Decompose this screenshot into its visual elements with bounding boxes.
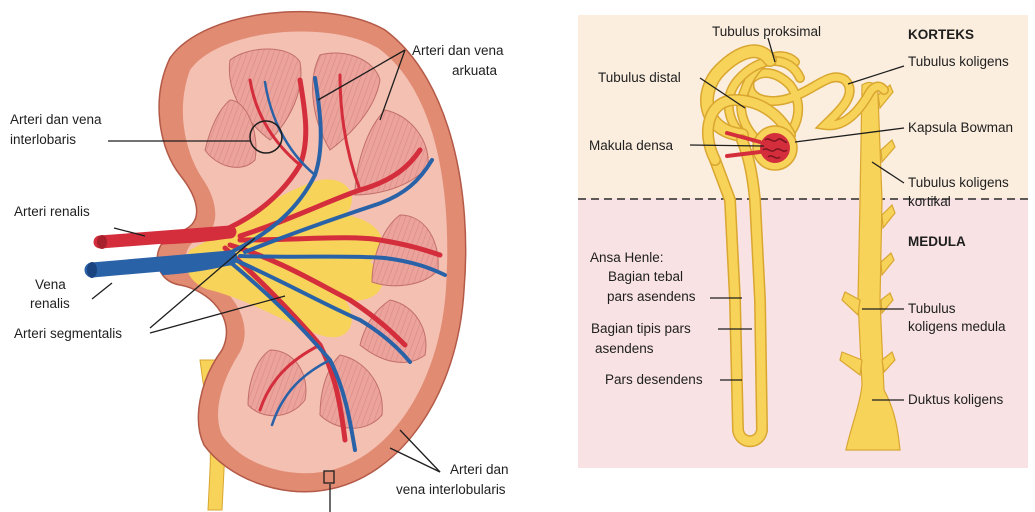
label-arkuata-line2: arkuata xyxy=(452,63,498,78)
label-medula: MEDULA xyxy=(908,234,966,249)
label-tebal-line2: pars asendens xyxy=(607,289,696,304)
label-duktus-koligens: Duktus koligens xyxy=(908,392,1004,407)
nephron-panel: KORTEKS MEDULA Tubulus proksimal Tubulus… xyxy=(578,15,1028,468)
label-tubulus-proksimal: Tubulus proksimal xyxy=(712,24,821,39)
label-korteks: KORTEKS xyxy=(908,27,974,42)
label-ansa-henle: Ansa Henle: xyxy=(590,250,664,265)
label-kapsula-bowman: Kapsula Bowman xyxy=(908,120,1013,135)
label-tubulus-distal: Tubulus distal xyxy=(598,70,681,85)
label-kortikal-line1: Tubulus koligens xyxy=(908,175,1009,190)
label-medula-line2: koligens medula xyxy=(908,319,1006,334)
label-interlobularis-line1: Arteri dan xyxy=(450,462,509,477)
kidney-illustration xyxy=(87,12,466,510)
label-tipis-line1: Bagian tipis pars xyxy=(591,321,691,336)
label-tipis-line2: asendens xyxy=(595,341,654,356)
label-interlobaris-line2: interlobaris xyxy=(10,132,76,147)
label-arteri-renalis: Arteri renalis xyxy=(14,204,90,219)
label-vena-renalis-line2: renalis xyxy=(30,296,70,311)
label-arkuata-line1: Arteri dan vena xyxy=(412,43,504,58)
label-pars-desendens: Pars desendens xyxy=(605,372,703,387)
label-interlobularis-line2: vena interlobularis xyxy=(396,482,506,497)
label-medula-line1: Tubulus xyxy=(908,301,956,316)
label-interlobaris-line1: Arteri dan vena xyxy=(10,112,102,127)
label-kortikal-line2: kortikal xyxy=(908,194,951,209)
label-arteri-segmentalis: Arteri segmentalis xyxy=(14,326,122,341)
label-vena-renalis-line1: Vena xyxy=(35,277,66,292)
label-tebal-line1: Bagian tebal xyxy=(608,269,683,284)
label-makula-densa: Makula densa xyxy=(589,138,674,153)
label-tubulus-koligens: Tubulus koligens xyxy=(908,54,1009,69)
